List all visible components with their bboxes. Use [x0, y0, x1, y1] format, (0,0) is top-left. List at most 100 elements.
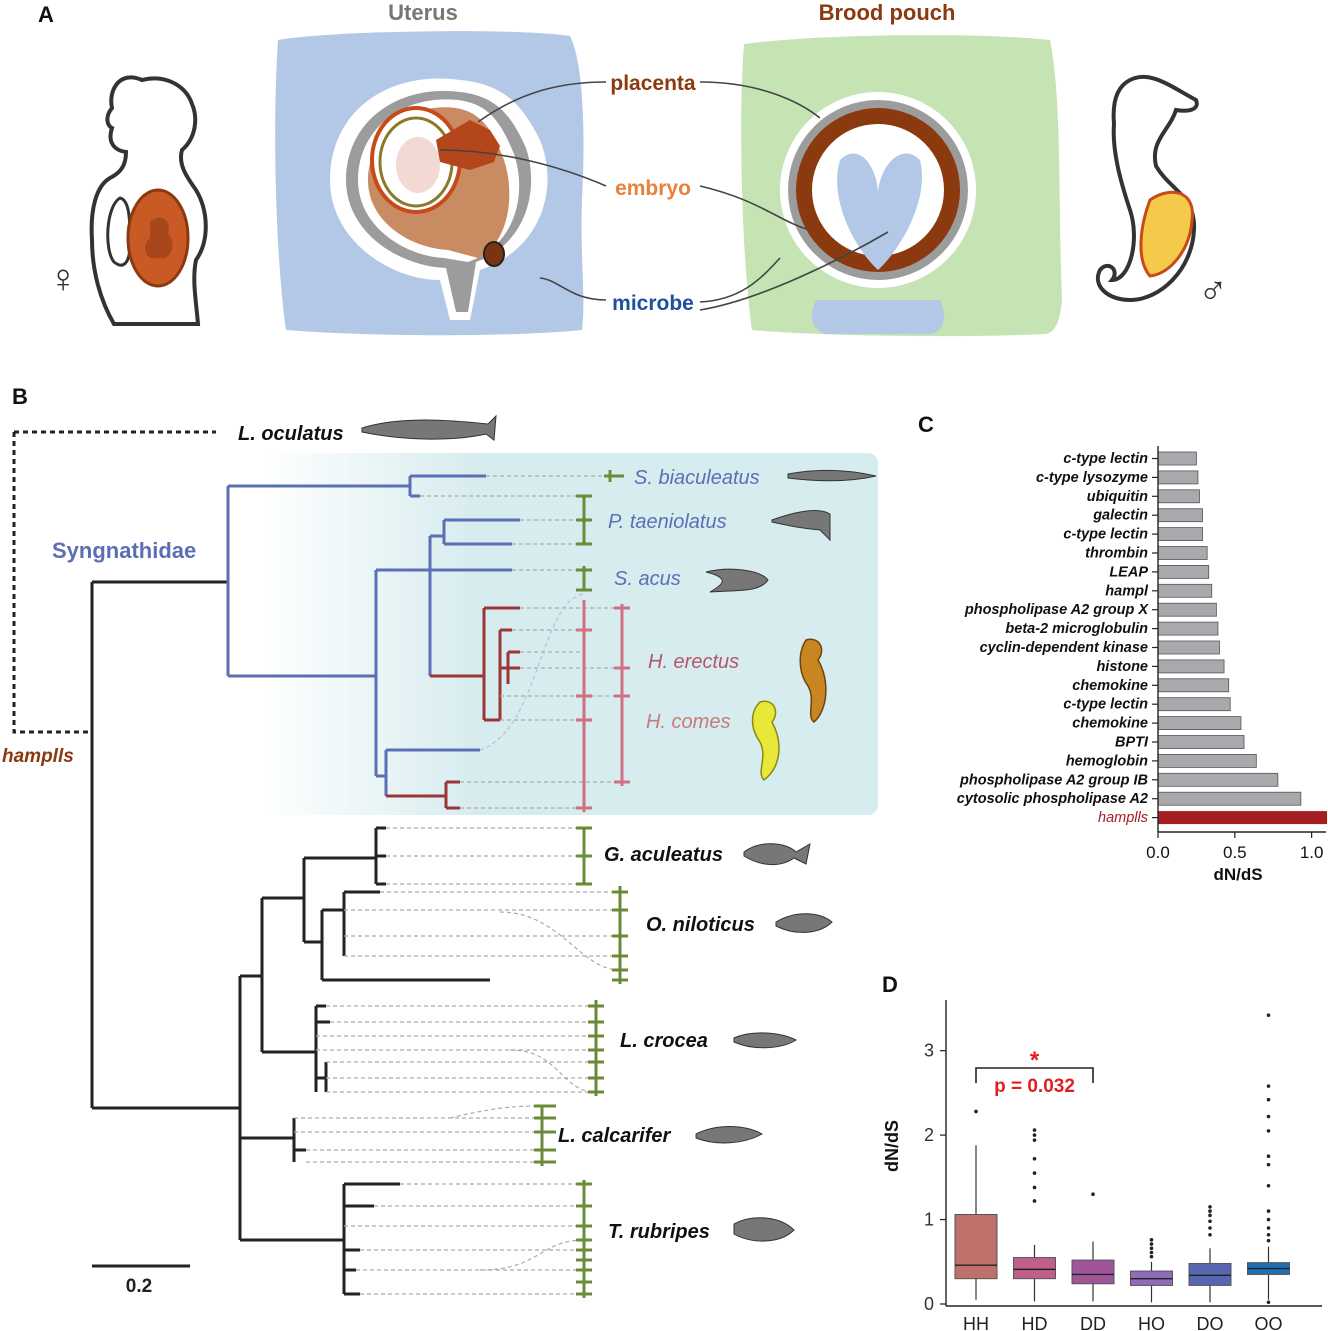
category-label: galectin [1092, 508, 1148, 524]
species-label: S. acus [614, 568, 681, 590]
category-label: chemokine [1072, 678, 1148, 694]
outlier-point [1266, 1129, 1271, 1133]
bar [1157, 791, 1302, 806]
outgroup-branch [12, 430, 216, 734]
embryo-label: embryo [615, 177, 691, 200]
pouch-title: Brood pouch [819, 0, 956, 25]
category-label: c-type lectin [1063, 451, 1148, 467]
outlier-point [1266, 1300, 1271, 1305]
significance-bracket [975, 1067, 1094, 1083]
fish-illustrations [361, 414, 877, 1242]
outlier-point [1032, 1138, 1037, 1142]
bar [1157, 602, 1217, 617]
category-label: c-type lectin [1063, 527, 1148, 543]
bar [1157, 508, 1203, 523]
x-tick-label: 0.0 [1146, 843, 1170, 862]
outlier-point [1266, 1226, 1271, 1230]
species-label: O. niloticus [646, 914, 755, 936]
box [1071, 1259, 1115, 1285]
category-label: ubiquitin [1087, 489, 1148, 505]
species-label: T. rubripes [608, 1221, 710, 1243]
category-label: phospholipase A2 group X [964, 602, 1149, 618]
outlier-point [974, 1109, 978, 1114]
bar [1157, 621, 1219, 636]
bar [1157, 470, 1199, 485]
outlier-point [1266, 1097, 1271, 1102]
category-label: cytosolic phospholipase A2 [957, 791, 1148, 807]
bar [1157, 565, 1210, 579]
gene-markers [534, 470, 628, 1298]
outlier-point [1208, 1232, 1212, 1237]
bar [1157, 716, 1242, 730]
box [1188, 1262, 1232, 1286]
bar [1157, 735, 1245, 749]
bar [1157, 754, 1257, 768]
outlier-point [1032, 1156, 1037, 1161]
species-label: P. taeniolatus [608, 511, 727, 533]
bar [1157, 659, 1225, 674]
bar [1157, 772, 1279, 787]
outlier-point [1208, 1219, 1212, 1224]
outlier-point [1032, 1171, 1037, 1175]
female-symbol: ♀ [48, 257, 78, 301]
y-tick-label: 3 [924, 1041, 934, 1061]
outlier-point [1266, 1217, 1271, 1222]
outlier-point [1266, 1238, 1271, 1243]
panel-label-a: A [38, 2, 54, 27]
y-tick-label: 1 [924, 1210, 934, 1230]
outlier-point [1032, 1128, 1037, 1132]
category-label: histone [1096, 659, 1148, 675]
outlier-point [1266, 1209, 1271, 1213]
bar [1157, 697, 1231, 712]
outlier-point [1266, 1013, 1271, 1017]
pipefish-icon [787, 469, 877, 482]
x-tick-label: 0.5 [1223, 843, 1247, 862]
category-label: c-type lysozyme [1036, 470, 1148, 486]
brood-pouch-illustration: Brood pouch [741, 0, 1062, 337]
tree-leader-lines [294, 475, 624, 1295]
outlier-point [1266, 1114, 1271, 1119]
bar [1157, 546, 1208, 560]
outlier-point [1266, 1183, 1271, 1188]
species-label: H. comes [646, 711, 730, 733]
outlier-point [1149, 1250, 1154, 1255]
tree-branches-syngnathidae [226, 474, 520, 796]
panel-label-b: B [12, 384, 28, 409]
category-label: thrombin [1085, 546, 1148, 562]
bar [1157, 640, 1220, 655]
bar [1157, 678, 1230, 693]
box [954, 1213, 998, 1280]
placenta-label: placenta [610, 72, 696, 95]
pipefish-acus-icon [705, 568, 769, 593]
fugu-icon [733, 1217, 795, 1242]
syngnathidae-highlight [262, 453, 878, 815]
outlier-point [1266, 1162, 1271, 1167]
category-label: hamplls [1098, 810, 1148, 826]
species-label: H. erectus [648, 651, 739, 673]
tree-branches-other [90, 580, 490, 1296]
category-label: chemokine [1072, 716, 1148, 732]
category-label: BPTI [1115, 735, 1149, 751]
family-label: Syngnathidae [52, 538, 196, 563]
species-label: L. oculatus [238, 423, 344, 445]
species-label: G. aculeatus [604, 844, 723, 866]
uterus-illustration: Uterus [275, 0, 584, 336]
tree-branches-hippocampus [386, 606, 520, 810]
panel-b: B [2, 384, 878, 1298]
significance-star: * [1030, 1047, 1040, 1074]
category-label: HD [1022, 1314, 1048, 1331]
x-axis-label: dN/dS [1213, 865, 1262, 884]
y-tick-label: 0 [924, 1294, 934, 1314]
outlier-point [1149, 1238, 1154, 1242]
outlier-point [1208, 1205, 1212, 1209]
outgroup-gene-label: hamplls [2, 746, 74, 767]
panel-label-d: D [882, 972, 898, 997]
dnds-bar-chart: c-type lectin c-type lysozyme ubiquitin gal… [957, 446, 1327, 884]
panel-a: A ♀ Uterus Brood pouch [38, 0, 1228, 337]
p-value-label: p = 0.032 [994, 1076, 1075, 1097]
seahorse-illustration: ♂ [1096, 74, 1228, 313]
category-label: c-type lectin [1063, 697, 1148, 713]
